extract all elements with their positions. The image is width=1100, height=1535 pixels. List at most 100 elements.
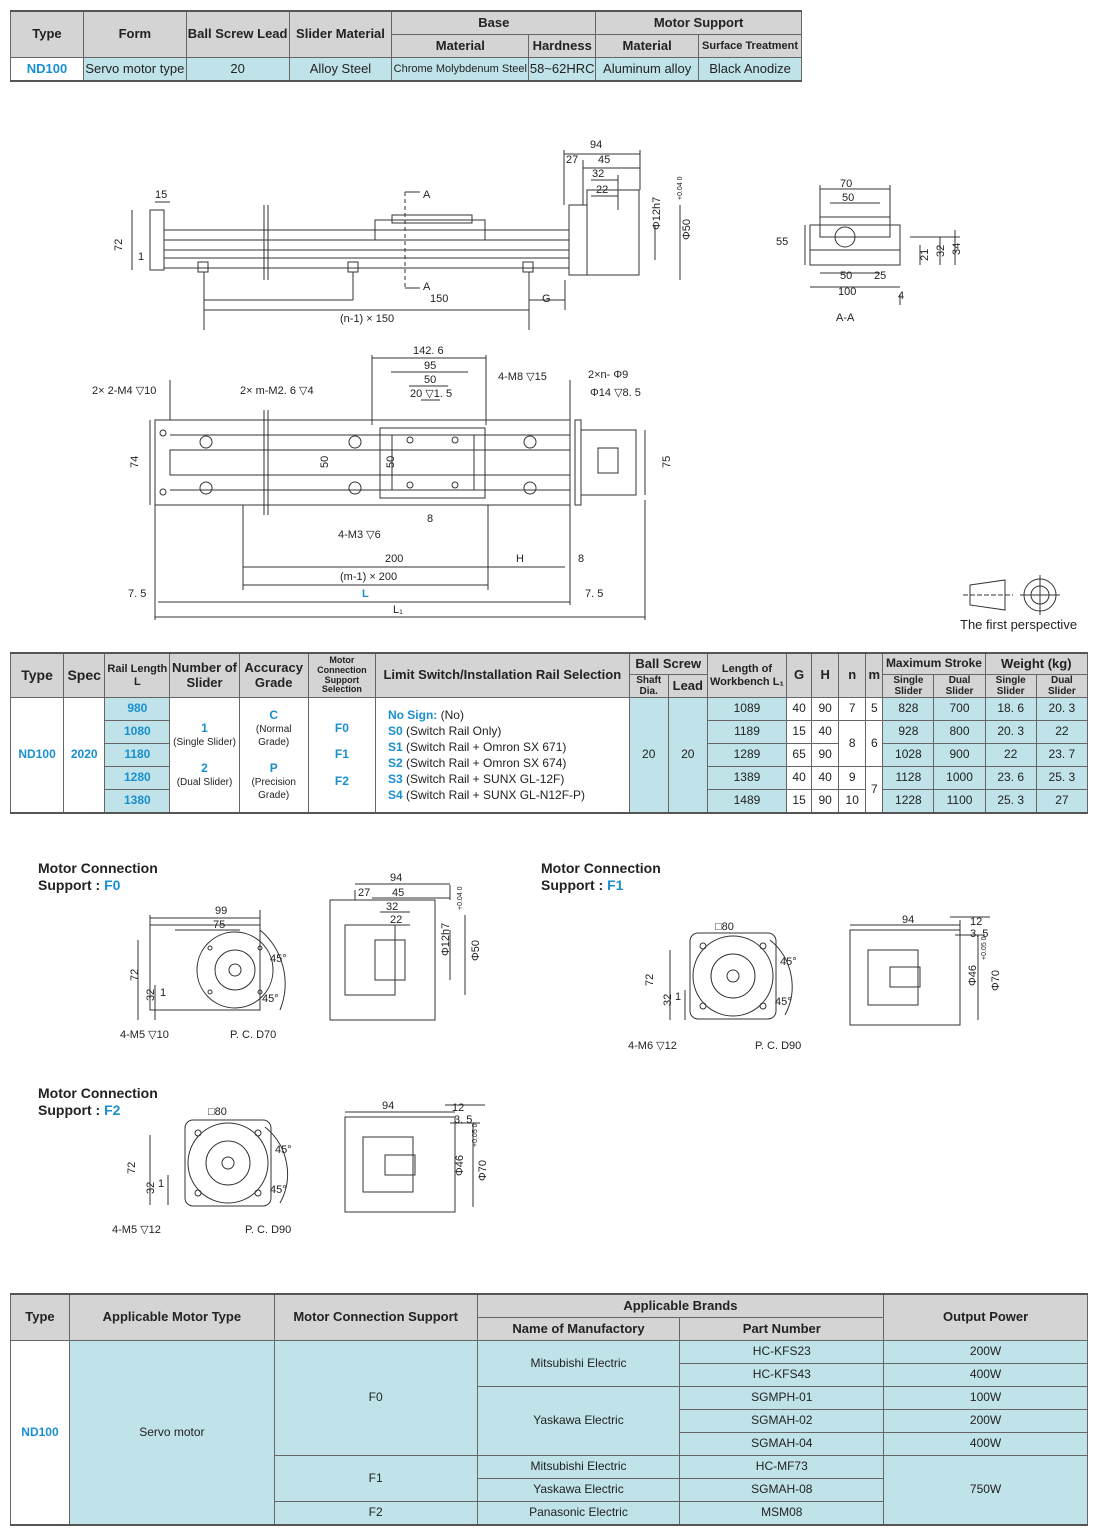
- th2-lead: Lead: [667, 674, 708, 698]
- plan-dim-95: 95: [424, 360, 436, 372]
- cell3-power: 200W: [883, 1409, 1088, 1433]
- cell3-part: HC-KFS43: [679, 1363, 885, 1387]
- cell2-L1: 1389: [706, 766, 788, 790]
- plan-dim-8: 8: [427, 513, 433, 525]
- f2-sq80: □80: [208, 1106, 227, 1118]
- dim-phi50: Φ50: [681, 219, 693, 240]
- cell3-power: 100W: [883, 1386, 1088, 1410]
- f2-angle-a: 45°: [275, 1144, 292, 1156]
- cell3-part: SGMPH-01: [679, 1386, 885, 1410]
- th2-spec: Spec: [63, 652, 106, 698]
- cell2-s2: 1100: [933, 789, 986, 814]
- f1-sq80: □80: [715, 921, 734, 933]
- cell-type: ND100: [10, 57, 84, 82]
- th2-g: G: [786, 652, 813, 698]
- f0-dim-99: 99: [215, 905, 227, 917]
- dim-1: 1: [138, 251, 144, 263]
- cell3-part: HC-MF73: [679, 1455, 885, 1479]
- motor-f0-drawing: 99 75 72 32 1 45° 45° 4-M5 ▽10 P. C. D70…: [110, 870, 490, 1050]
- th2-h: H: [811, 652, 840, 698]
- cell2-w1: 23. 6: [984, 766, 1037, 790]
- cell2-n: 9: [838, 766, 867, 790]
- plan-dim-L: L: [362, 588, 369, 600]
- cell3-f2: F2: [273, 1501, 478, 1526]
- plan-view-drawing: 142. 6 95 50 20 ▽1. 5 4-M8 ▽15 2×n- Φ9 Φ…: [0, 340, 720, 620]
- perspective-label: The first perspective: [960, 617, 1078, 632]
- sec-dim-25: 25: [874, 270, 886, 282]
- dim-g: G: [542, 293, 551, 305]
- th3-support: Motor Connection Support: [273, 1293, 478, 1341]
- cell3-maker: Yaskawa Electric: [476, 1386, 681, 1456]
- plan-m3: 4-M3 ▽6: [338, 529, 381, 541]
- cell-surface: Black Anodize: [698, 57, 802, 82]
- f0-side-94: 94: [390, 872, 402, 884]
- motor-f2-drawing: □80 72 32 1 45° 45° 4-M5 ▽12 P. C. D90 9…: [110, 1095, 510, 1245]
- cell-support-material: Aluminum alloy: [595, 57, 700, 82]
- sec-dim-55: 55: [776, 236, 788, 248]
- cell2-s2: 800: [933, 720, 986, 744]
- cell3-motor-type: Servo motor: [68, 1340, 275, 1526]
- plan-dim-20: 20 ▽1. 5: [410, 388, 452, 400]
- f1-angle-a: 45°: [780, 956, 797, 968]
- th2-stroke-single: Single Slider: [882, 674, 935, 698]
- plan-dim-L1: L₁: [393, 604, 403, 616]
- th3-motor-type: Applicable Motor Type: [68, 1293, 275, 1341]
- f2-dim-72: 72: [126, 1162, 138, 1174]
- cell2-H: 40: [811, 766, 840, 790]
- cell2-L: 1080: [104, 720, 171, 744]
- sec-dim-50: 50: [842, 192, 854, 204]
- dim-15: 15: [155, 189, 167, 201]
- th2-shaft: Shaft Dia.: [628, 674, 669, 698]
- th-surface: Surface Treatment: [698, 34, 802, 58]
- f0-dim-1: 1: [160, 987, 166, 999]
- dim-94: 94: [590, 139, 602, 151]
- f0-dim-32: 32: [145, 989, 157, 1001]
- f0-phi12: Φ12h7: [440, 923, 452, 956]
- cell2-L: 1180: [104, 743, 171, 767]
- cell2-m: 7: [865, 766, 884, 814]
- f1-phi70: Φ70: [990, 970, 1002, 991]
- cell2-L: 1280: [104, 766, 171, 790]
- th-slider-material: Slider Material: [288, 10, 393, 58]
- f2-side-94: 94: [382, 1100, 394, 1112]
- cell2-m: 5: [865, 697, 884, 721]
- plan-dim-200: 200: [385, 553, 403, 565]
- cell2-lead: 20: [667, 697, 708, 814]
- section-title: A-A: [836, 312, 855, 324]
- cell2-s1: 828: [882, 697, 935, 721]
- motor-f1-title: Motor Connection Support : F1: [541, 860, 661, 893]
- th2-weight-dual: Dual Slider: [1035, 674, 1089, 698]
- th2-weight-single: Single Slider: [984, 674, 1037, 698]
- cell2-G: 40: [786, 697, 813, 721]
- cell-slider-material: Alloy Steel: [288, 57, 393, 82]
- th2-limit: Limit Switch/Installation Rail Selection: [374, 652, 630, 698]
- sec-dim-100: 100: [838, 286, 856, 298]
- cell2-accuracy: C(Normal Grade)P(Precision Grade): [238, 697, 309, 814]
- cell-lead: 20: [185, 57, 290, 82]
- cell2-L1: 1189: [706, 720, 788, 744]
- f2-side-12: 12: [452, 1102, 464, 1114]
- th2-ball-screw: Ball Screw: [628, 652, 708, 675]
- f2-phi46: Φ46: [454, 1155, 466, 1176]
- cell2-s2: 900: [933, 743, 986, 767]
- th3-brands: Applicable Brands: [476, 1293, 885, 1318]
- cell2-H: 40: [811, 720, 840, 744]
- cell3-f1: F1: [273, 1455, 478, 1502]
- cell2-s2: 1000: [933, 766, 986, 790]
- section-view: 70 50 55 50 25 100 21 32 34 4 A-A: [770, 175, 990, 325]
- th-hardness: Hardness: [528, 34, 597, 58]
- f2-phi70: Φ70: [477, 1160, 489, 1181]
- cell3-part: SGMAH-08: [679, 1478, 885, 1502]
- f1-side-12: 12: [970, 916, 982, 928]
- th2-max-stroke: Maximum Stroke: [882, 652, 986, 675]
- cell3-maker: Mitsubishi Electric: [476, 1340, 681, 1387]
- th2-weight: Weight (kg): [984, 652, 1089, 675]
- f0-tol: +0.04 0: [457, 886, 464, 910]
- cell2-L: 1380: [104, 789, 171, 814]
- plan-dim-50: 50: [424, 374, 436, 386]
- f2-side-3-5: 3. 5: [454, 1114, 472, 1126]
- cell2-s1: 928: [882, 720, 935, 744]
- dim-45: 45: [598, 154, 610, 166]
- th-base-material: Material: [391, 34, 530, 58]
